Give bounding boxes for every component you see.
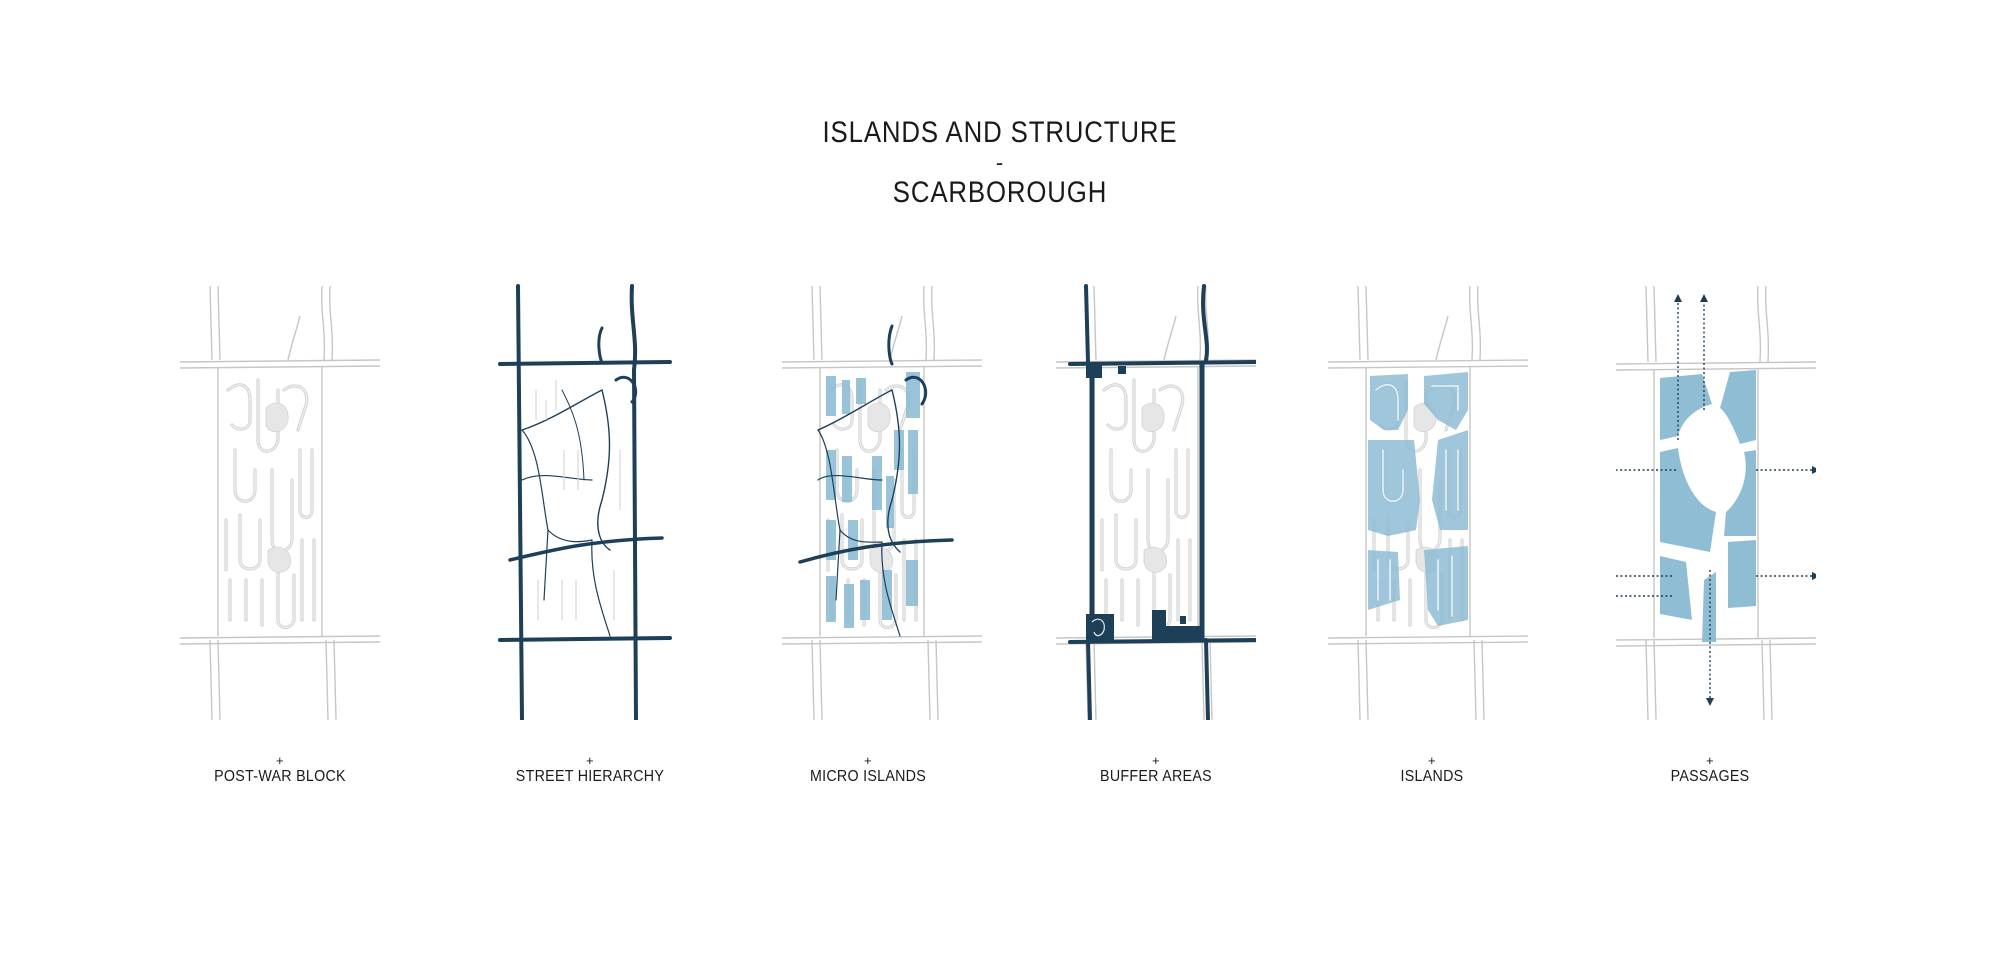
title-block: ISLANDS AND STRUCTURE - SCARBOROUGH bbox=[0, 118, 2000, 208]
diagram-street-hierarchy bbox=[492, 280, 692, 720]
caption-label: POST-WAR BLOCK bbox=[214, 768, 346, 785]
caption-islands: + ISLANDS bbox=[1302, 753, 1562, 786]
title-dash: - bbox=[995, 150, 1005, 175]
caption-label: PASSAGES bbox=[1670, 768, 1750, 785]
caption-street-hierarchy: + STREET HIERARCHY bbox=[460, 753, 720, 786]
caption-plus: + bbox=[1152, 753, 1160, 768]
diagram-micro-islands bbox=[782, 280, 982, 720]
caption-post-war-block: + POST-WAR BLOCK bbox=[150, 753, 410, 786]
caption-label: STREET HIERARCHY bbox=[515, 768, 665, 785]
title-main: ISLANDS AND STRUCTURE bbox=[822, 116, 1178, 149]
diagram-post-war-block bbox=[180, 280, 380, 720]
caption-plus: + bbox=[586, 753, 594, 768]
caption-passages: + PASSAGES bbox=[1580, 753, 1840, 786]
caption-micro-islands: + MICRO ISLANDS bbox=[738, 753, 998, 786]
caption-buffer-areas: + BUFFER AREAS bbox=[1026, 753, 1286, 786]
caption-label: BUFFER AREAS bbox=[1100, 768, 1212, 785]
caption-label: ISLANDS bbox=[1400, 768, 1464, 785]
diagram-islands bbox=[1328, 280, 1528, 720]
caption-plus: + bbox=[1428, 753, 1436, 768]
caption-label: MICRO ISLANDS bbox=[809, 768, 927, 785]
caption-plus: + bbox=[276, 753, 284, 768]
caption-plus: + bbox=[1706, 753, 1714, 768]
diagram-passages bbox=[1616, 280, 1816, 720]
title-sub: SCARBOROUGH bbox=[892, 176, 1108, 209]
diagram-buffer-areas bbox=[1056, 280, 1256, 720]
caption-plus: + bbox=[864, 753, 872, 768]
